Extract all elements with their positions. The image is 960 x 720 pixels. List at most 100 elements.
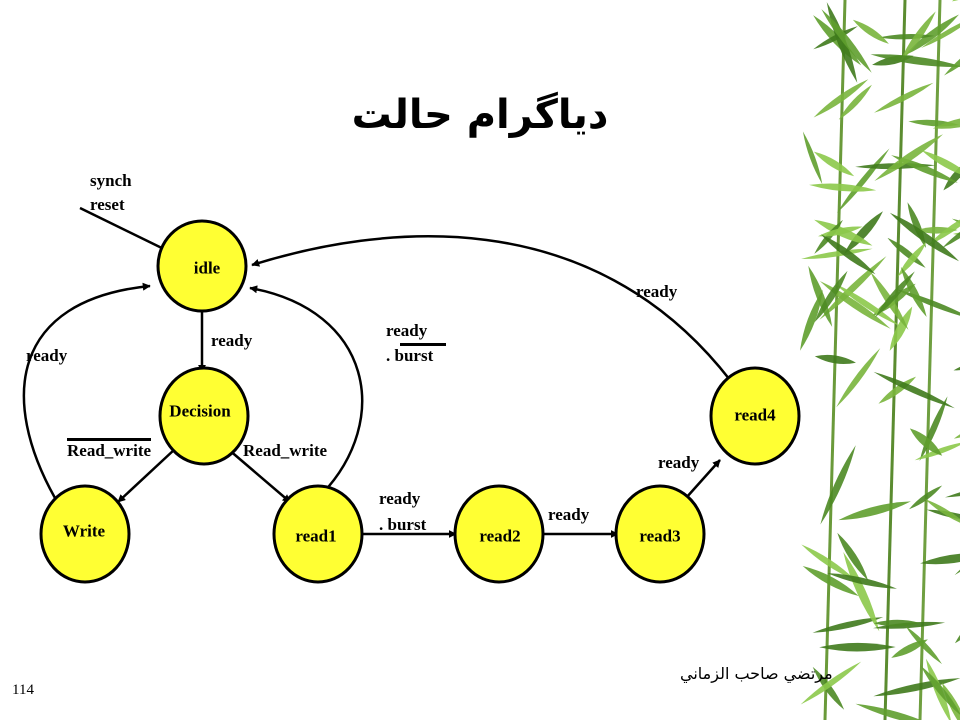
bamboo-leaf xyxy=(942,216,960,249)
bamboo-leaf xyxy=(870,54,960,67)
state-decision-label: Decision xyxy=(169,401,231,421)
read3-to-read4-arrow xyxy=(685,459,721,499)
bamboo-leaf xyxy=(813,151,855,177)
bamboo-leaf xyxy=(914,441,960,461)
bamboo-leaf xyxy=(818,226,863,237)
state-read4 xyxy=(709,366,801,466)
state-read3 xyxy=(614,484,706,584)
slide-title: دیاگرام حالت xyxy=(351,92,609,138)
ready-burst-top-label-1: ready xyxy=(386,321,428,340)
state-read1-label: read1 xyxy=(295,526,337,546)
state-write xyxy=(39,484,131,584)
state-read1 xyxy=(272,484,364,584)
state-write-label: Write xyxy=(62,521,106,541)
bamboo-leaf xyxy=(927,210,960,246)
bamboo-leaf xyxy=(827,573,897,589)
bamboo-leaf xyxy=(820,234,876,275)
bamboo-leaf xyxy=(943,159,960,191)
reset-label: reset xyxy=(90,195,125,214)
decision-to-write-arrow xyxy=(117,448,176,503)
bamboo-leaf xyxy=(924,498,960,527)
bamboo-leaf xyxy=(802,131,823,185)
state-read2-label: read2 xyxy=(479,526,521,546)
page-number: 114 xyxy=(12,682,34,698)
bamboo-leaf xyxy=(873,371,955,409)
bamboo-leaf xyxy=(801,248,873,260)
bamboo-leaf xyxy=(920,665,960,716)
bamboo-leaf xyxy=(819,256,887,320)
bamboo-leaf xyxy=(812,617,884,633)
ready-write-idle-label: ready xyxy=(26,346,68,365)
bamboo-leaf xyxy=(837,532,869,581)
bamboo-leaf xyxy=(800,661,862,705)
read-write-negated-label: Read_write xyxy=(67,438,152,459)
ready-burst-top-label-2: . burst xyxy=(386,346,434,365)
synch-label: synch xyxy=(90,171,132,190)
bamboo-leaf xyxy=(821,9,872,73)
bamboo-leaf xyxy=(899,11,936,63)
bamboo-leaf xyxy=(944,36,960,76)
author-name: مرتضي صاحب الزماني xyxy=(680,664,833,683)
bamboo-leaf xyxy=(905,626,943,665)
burst-negation-bar-top xyxy=(400,343,446,346)
bamboo-stem xyxy=(883,0,907,720)
ready-read4-idle-label: ready xyxy=(636,282,678,301)
bamboo-leaf xyxy=(844,211,883,254)
bamboo-leaf xyxy=(838,501,911,521)
ready-read3-read4-label: ready xyxy=(658,453,700,472)
bamboo-leaf xyxy=(921,16,960,49)
bamboo-leaf xyxy=(932,116,960,129)
write-to-idle-arrow xyxy=(22,282,151,499)
bamboo-leaf xyxy=(802,566,859,597)
reset-arrow xyxy=(79,206,171,254)
bamboo-leaf xyxy=(897,242,927,277)
read-write-label: Read_write xyxy=(243,441,328,460)
bamboo-leaf xyxy=(905,14,959,56)
read4-to-idle-arrow xyxy=(251,235,731,381)
bamboo-leaf xyxy=(843,551,880,632)
bamboo-leaf xyxy=(889,212,960,262)
state-idle-label: idle xyxy=(193,258,221,278)
bamboo-leaf xyxy=(814,219,843,254)
bamboo-leaf xyxy=(874,82,934,113)
bamboo-leaf xyxy=(820,445,856,525)
bamboo-leaf xyxy=(921,150,960,179)
bamboo-leaf xyxy=(814,270,848,323)
bamboo-leaf xyxy=(836,348,881,408)
bamboo-leaf xyxy=(813,79,869,118)
state-read3-label: read3 xyxy=(639,526,681,546)
bamboo-leaf xyxy=(813,26,858,50)
bamboo-leaf xyxy=(801,544,856,581)
bamboo-leaf xyxy=(855,703,938,720)
read1-to-idle-arrow xyxy=(249,285,364,495)
bamboo-leaf xyxy=(852,19,889,44)
bamboo-leaf xyxy=(920,553,960,565)
ready-burst-mid-label-2: . burst xyxy=(379,515,427,534)
bamboo-leaf xyxy=(800,289,823,351)
bamboo-leaf xyxy=(873,619,920,627)
bamboo-leaf xyxy=(819,642,896,652)
bamboo-leaf xyxy=(838,84,872,120)
bamboo-leaf xyxy=(814,354,856,364)
ready-idle-decision-label: ready xyxy=(211,331,253,350)
state-read2 xyxy=(453,484,545,584)
bamboo-leaf xyxy=(889,306,913,351)
bamboo-leaf xyxy=(875,271,915,318)
bamboo-leaf xyxy=(891,639,928,658)
bamboo-leaf xyxy=(909,485,943,510)
bamboo-leaf xyxy=(834,283,900,326)
bamboo-leaf xyxy=(809,183,877,192)
bamboo-leaf xyxy=(909,428,943,456)
decision-to-read1-arrow xyxy=(227,448,291,503)
bamboo-leaf xyxy=(878,376,917,404)
bamboo-leaf xyxy=(874,134,943,181)
bamboo-stem xyxy=(918,0,942,720)
ready-burst-mid-label-1: ready xyxy=(379,489,421,508)
bamboo-leaf xyxy=(887,237,926,268)
state-decision xyxy=(158,366,250,466)
state-idle xyxy=(156,219,248,313)
bamboo-leaf xyxy=(819,280,891,329)
